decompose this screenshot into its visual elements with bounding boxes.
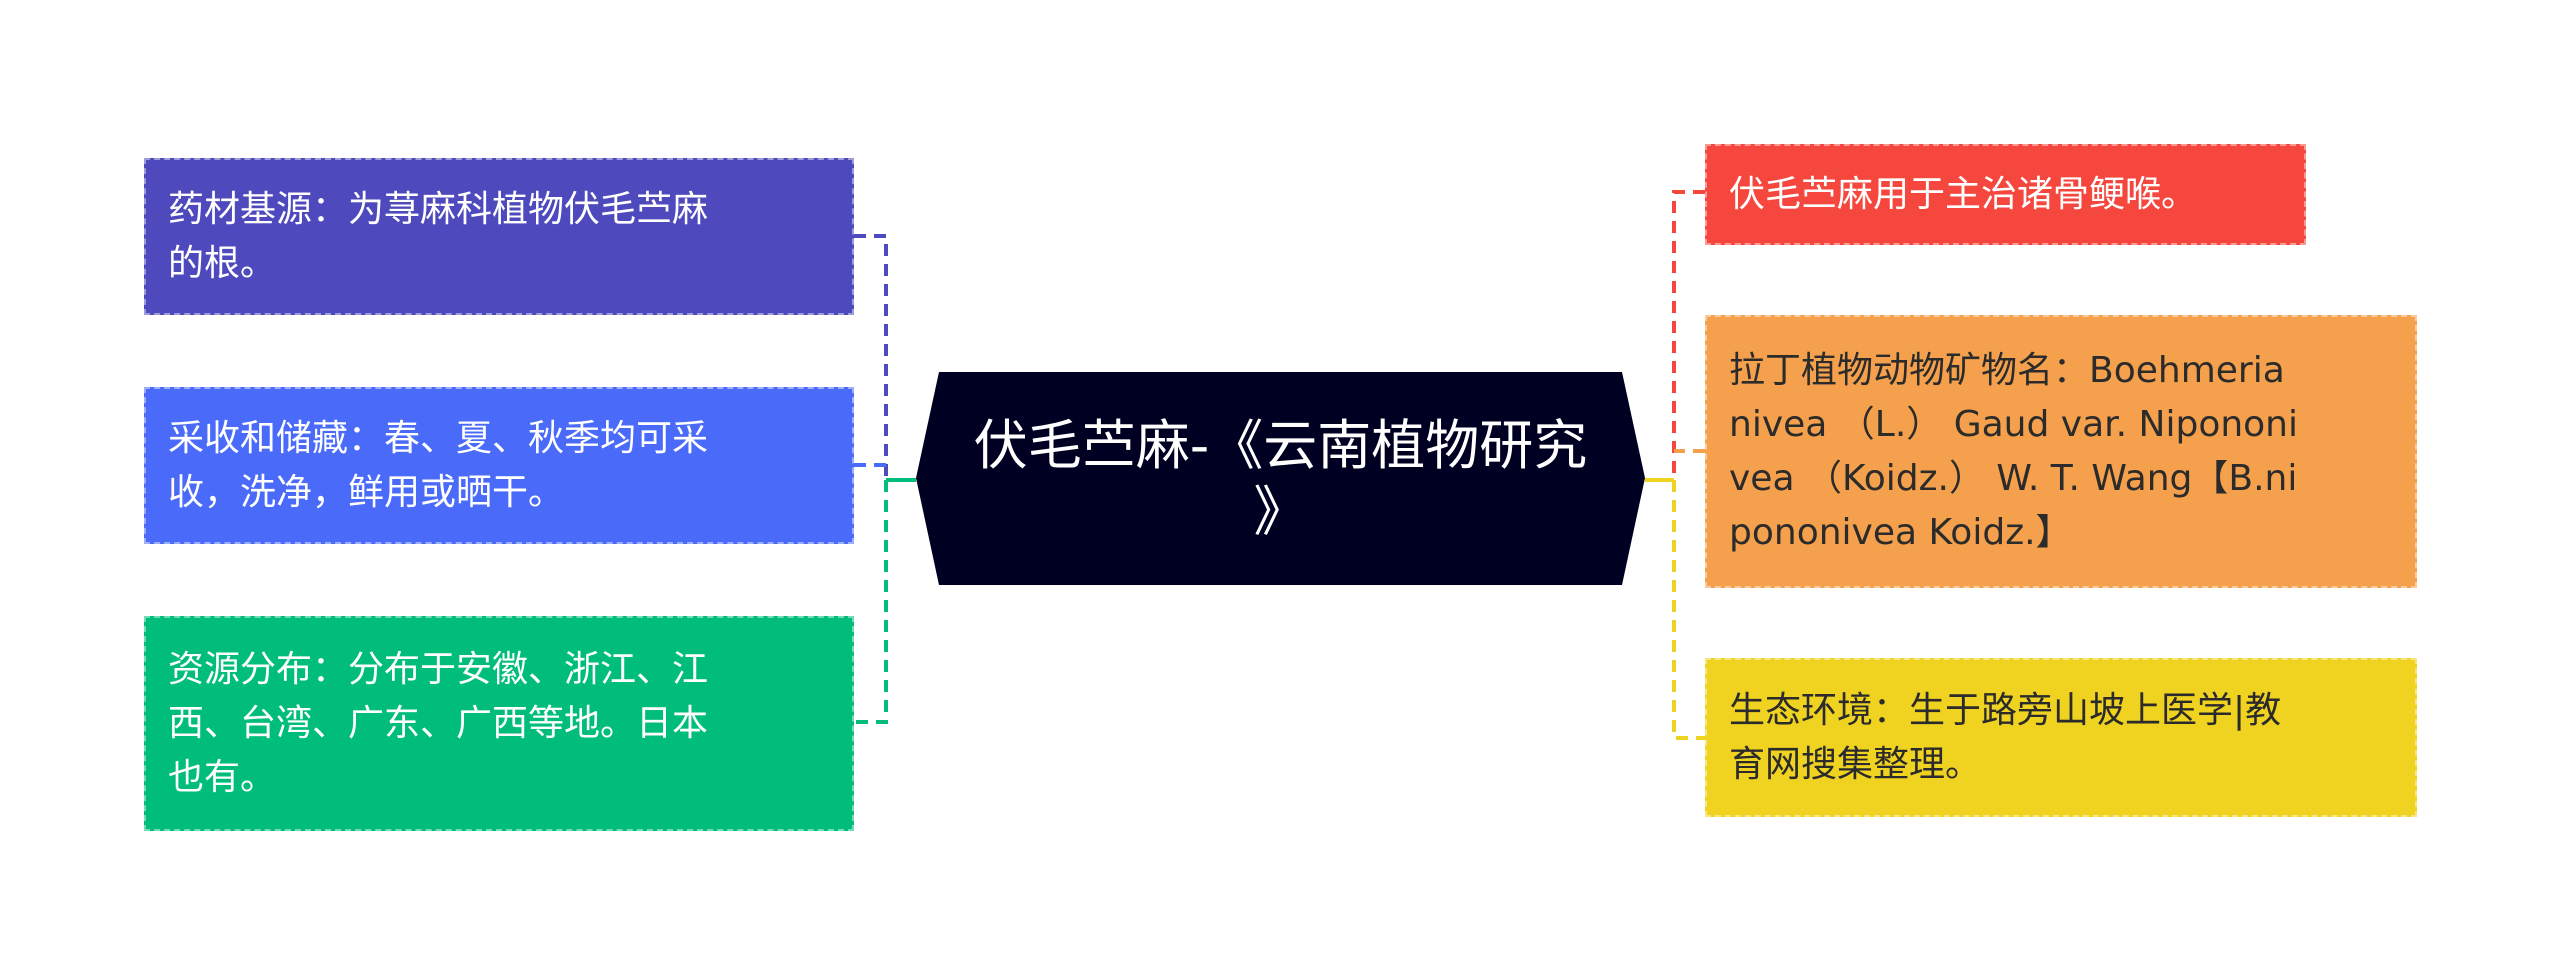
node-latin-name[interactable]: 拉丁植物动物矿物名：Boehmeria nivea （L.） Gaud var.… <box>1705 315 2417 588</box>
node-text: 育网搜集整理。 <box>1729 743 1982 785</box>
node-source[interactable]: 药材基源：为荨麻科植物伏毛苎麻 的根。 <box>144 158 854 315</box>
central-topic[interactable]: 伏毛苎麻-《云南植物研究 》 <box>916 372 1645 585</box>
node-text: 药材基源：为荨麻科植物伏毛苎麻 <box>168 188 709 230</box>
node-text: 资源分布：分布于安徽、浙江、江 <box>168 648 709 690</box>
node-text: vea （Koidz.） W. T. Wang【B.ni <box>1729 457 2298 499</box>
node-text: pononivea Koidz.】 <box>1729 511 2072 553</box>
node-text: 的根。 <box>168 242 277 284</box>
central-topic-line: 》 <box>1253 479 1308 543</box>
node-harvest[interactable]: 采收和储藏：春、夏、秋季均可采 收，洗净，鲜用或晒干。 <box>144 387 854 544</box>
node-distribution[interactable]: 资源分布：分布于安徽、浙江、江 西、台湾、广东、广西等地。日本 也有。 <box>144 616 854 831</box>
node-habitat[interactable]: 生态环境：生于路旁山坡上医学|教 育网搜集整理。 <box>1705 658 2417 817</box>
connector-purple <box>854 234 888 480</box>
node-text: 伏毛苎麻用于主治诸骨鲠喉。 <box>1729 173 2198 215</box>
connector-green <box>854 480 888 724</box>
central-topic-line: 伏毛苎麻-《云南植物研究 <box>973 413 1588 477</box>
node-text: nivea （L.） Gaud var. Nipononi <box>1729 403 2299 445</box>
connector-red <box>1672 190 1705 480</box>
node-text: 西、台湾、广东、广西等地。日本 <box>168 702 709 744</box>
node-text: 生态环境：生于路旁山坡上医学|教 <box>1729 689 2282 731</box>
node-usage[interactable]: 伏毛苎麻用于主治诸骨鲠喉。 <box>1705 144 2306 245</box>
node-text: 采收和储藏：春、夏、秋季均可采 <box>168 417 709 459</box>
node-text: 拉丁植物动物矿物名：Boehmeria <box>1729 349 2285 391</box>
connector-yellow <box>1672 480 1705 740</box>
node-text: 收，洗净，鲜用或晒干。 <box>168 471 565 513</box>
node-text: 也有。 <box>168 756 277 798</box>
